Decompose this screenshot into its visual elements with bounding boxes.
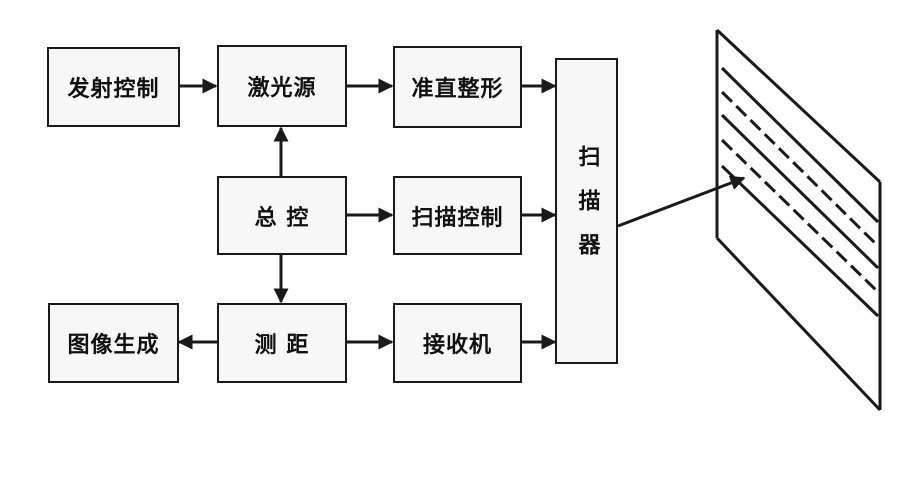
scan-line	[720, 138, 880, 294]
scanner-box: 扫描器	[555, 58, 618, 364]
laser-source-box: 激光源	[217, 45, 347, 127]
scan-control-box: 扫描控制	[393, 176, 522, 255]
image-generation-box: 图像生成	[48, 303, 179, 383]
master-control-box: 总 控	[217, 176, 347, 255]
target-plane	[715, 28, 882, 412]
collimation-box: 准直整形	[393, 46, 522, 128]
ranging-box: 测 距	[217, 303, 347, 383]
scanner-label: 扫描器	[574, 145, 600, 277]
receiver-box: 接收机	[393, 303, 522, 383]
scan-line	[720, 164, 880, 318]
scan-lines	[720, 66, 880, 318]
arrow-scanner-to-target	[617, 175, 746, 228]
scan-line	[720, 113, 880, 270]
launch-control-box: 发射控制	[47, 47, 180, 127]
scan-line	[720, 90, 880, 248]
scan-line	[720, 66, 880, 224]
